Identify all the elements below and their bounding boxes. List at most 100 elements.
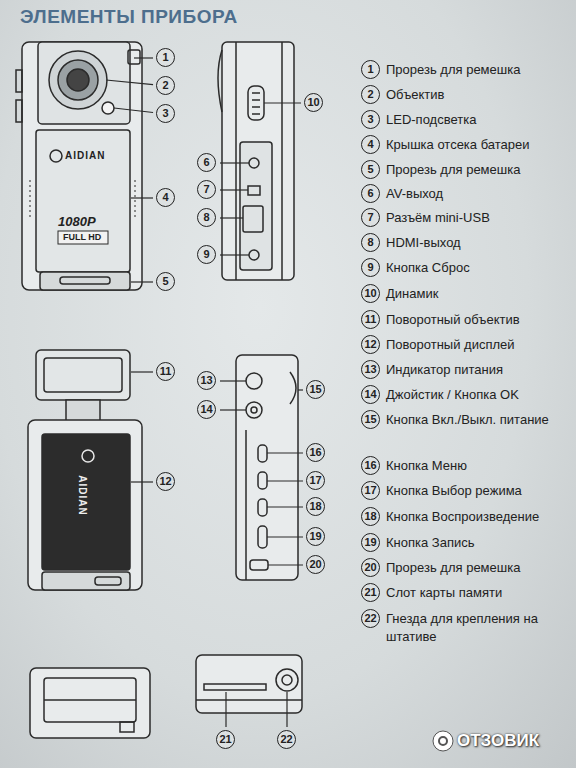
callout-number: 2	[156, 76, 175, 95]
callout-number: 1	[156, 48, 175, 67]
lens-module	[38, 42, 130, 124]
callout-number: 14	[197, 400, 216, 419]
camera-side	[222, 42, 294, 280]
part-name: Крышка отсека батареи	[386, 136, 554, 154]
list-number: 12	[361, 335, 380, 354]
body-edge	[44, 699, 136, 701]
usb-port	[248, 186, 260, 195]
bottom-views	[30, 655, 302, 738]
display-frame	[28, 420, 142, 590]
body-edge	[235, 42, 237, 280]
hd-band	[58, 231, 108, 244]
part-name: Кнопка Воспроизведение	[386, 508, 554, 526]
leader-line	[267, 480, 303, 481]
part-name: Слот карты памяти	[386, 584, 554, 602]
callout-number: 6	[197, 153, 216, 172]
list-number: 10	[361, 284, 380, 303]
front-view	[16, 42, 142, 290]
lens-glass	[67, 69, 89, 91]
callout-number: 10	[304, 93, 323, 112]
part-name: Кнопка Сброс	[386, 259, 554, 277]
list-number: 15	[361, 410, 380, 429]
list-number: 5	[361, 160, 380, 179]
leader-line	[264, 102, 301, 103]
part-name: Прорезь для ремешка	[386, 559, 554, 577]
callout-number: 8	[197, 208, 216, 227]
body-edge	[196, 699, 302, 701]
reset-button	[249, 250, 259, 260]
callout-number: 20	[306, 555, 325, 574]
callout-number: 3	[156, 104, 175, 123]
callout-number: 11	[156, 362, 175, 381]
part-name: Поворотный объектив	[386, 311, 554, 329]
lens-module	[44, 678, 136, 722]
list-number: 9	[361, 258, 380, 277]
body-edge	[245, 430, 247, 580]
port-panel	[240, 142, 272, 270]
part-name: Объектив	[386, 86, 554, 104]
page-title: ЭЛЕМЕНТЫ ПРИБОРА	[20, 6, 238, 28]
watermark: ОТЗОВИК	[457, 731, 539, 751]
leader-line	[106, 80, 153, 85]
leader-line	[131, 197, 153, 198]
speaker-slot	[252, 106, 260, 108]
part-name: Кнопка Запись	[386, 534, 554, 552]
leader-line	[131, 481, 153, 482]
leader-line	[131, 281, 153, 282]
list-number: 16	[361, 456, 380, 475]
list-number: 17	[361, 481, 380, 500]
back-view	[28, 350, 142, 590]
speaker-grille	[248, 86, 264, 120]
tripod-socket	[276, 669, 298, 691]
card-slot	[204, 684, 266, 690]
hdmi-port	[243, 206, 263, 232]
callout-number: 18	[306, 497, 325, 516]
av-port	[249, 158, 259, 168]
power-indicator	[246, 373, 262, 389]
list-number: 2	[361, 85, 380, 104]
power-button	[290, 372, 296, 404]
part-name: Поворотный дисплей	[386, 336, 554, 354]
leader-line	[268, 564, 303, 565]
callout-number: 5	[156, 272, 175, 291]
speaker-slot	[252, 113, 260, 115]
rotating-lens	[36, 350, 130, 400]
part-name: Разъём mini-USB	[386, 209, 554, 227]
list-number: 1	[361, 60, 380, 79]
camera-top	[30, 668, 150, 738]
part-name: Кнопка Меню	[386, 457, 554, 475]
leader-line	[220, 189, 248, 190]
part-name: Кнопка Выбор режима	[386, 482, 554, 500]
leader-line	[220, 380, 246, 381]
strap-slot	[120, 722, 134, 732]
callout-number: 9	[197, 245, 216, 264]
strap-slot	[128, 50, 140, 64]
battery-cover	[36, 130, 130, 272]
list-number: 8	[361, 233, 380, 252]
list-number: 21	[361, 583, 380, 602]
callout-number: 7	[197, 180, 216, 199]
camera-body	[22, 42, 142, 290]
side-button	[16, 70, 22, 92]
play-button	[258, 499, 267, 516]
grille-dots	[135, 180, 136, 220]
part-name: Динамик	[386, 285, 554, 303]
brand-logo: AIDIAN	[77, 475, 88, 515]
list-number: 19	[361, 533, 380, 552]
speaker-slot	[252, 92, 260, 94]
list-number: 20	[361, 558, 380, 577]
callout-number: 4	[156, 188, 175, 207]
list-number: 22	[361, 609, 380, 628]
led-light	[102, 102, 114, 114]
leader-line	[267, 536, 303, 537]
leader-line	[220, 162, 249, 163]
menu-button	[258, 445, 267, 462]
leader-line	[114, 108, 153, 113]
part-name: Джойстик / Кнопка OK	[386, 386, 554, 404]
leader-line	[225, 692, 226, 727]
part-name: Кнопка Вкл./Выкл. питание	[386, 411, 554, 429]
strap-hole	[95, 577, 121, 585]
list-number: 3	[361, 110, 380, 129]
